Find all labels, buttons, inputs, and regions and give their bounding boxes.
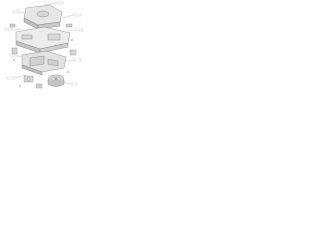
diagram-drawing [4, 1, 84, 89]
screws [13, 39, 73, 87]
upper-case-part [23, 4, 63, 30]
blower-motor-part [47, 74, 65, 87]
callout-boxes [4, 1, 84, 86]
lower-case-part [21, 50, 67, 76]
exploded-parts-diagram [0, 0, 88, 93]
actuator-part [11, 47, 77, 89]
center-case-part [15, 26, 71, 54]
bracket-part [9, 23, 73, 28]
